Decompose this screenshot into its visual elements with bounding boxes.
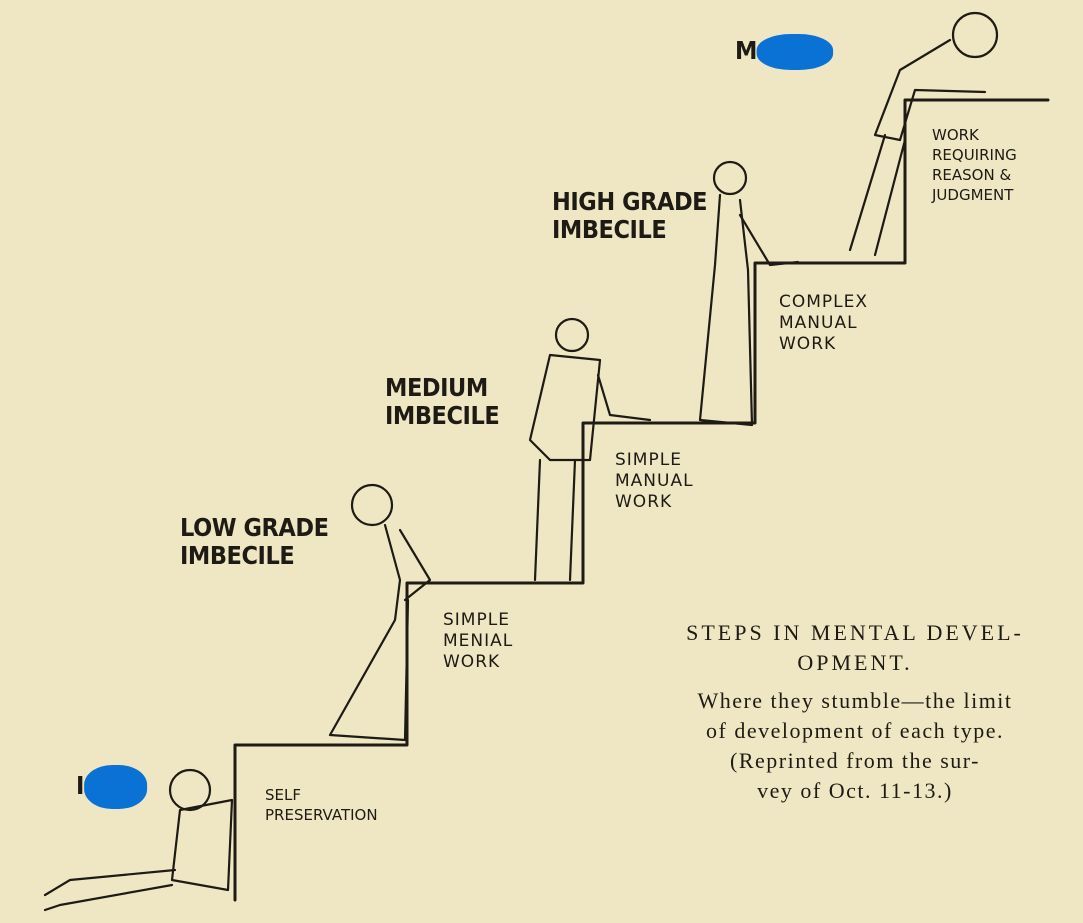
redaction-mark [756,34,834,70]
figure-woman-looking-up [698,160,800,427]
staircase [233,98,1050,902]
figure-man-leaning [848,11,999,257]
figure-caption: STEPS IN MENTAL DEVEL- OPMENT. Where the… [686,620,1024,803]
redaction-mark [83,765,147,809]
level-5-label: M [735,34,834,70]
figure-sitting [43,768,234,912]
figure-man-standing [528,317,652,582]
figure-woman-stooped [328,483,432,742]
level-1-label: I [76,765,147,809]
